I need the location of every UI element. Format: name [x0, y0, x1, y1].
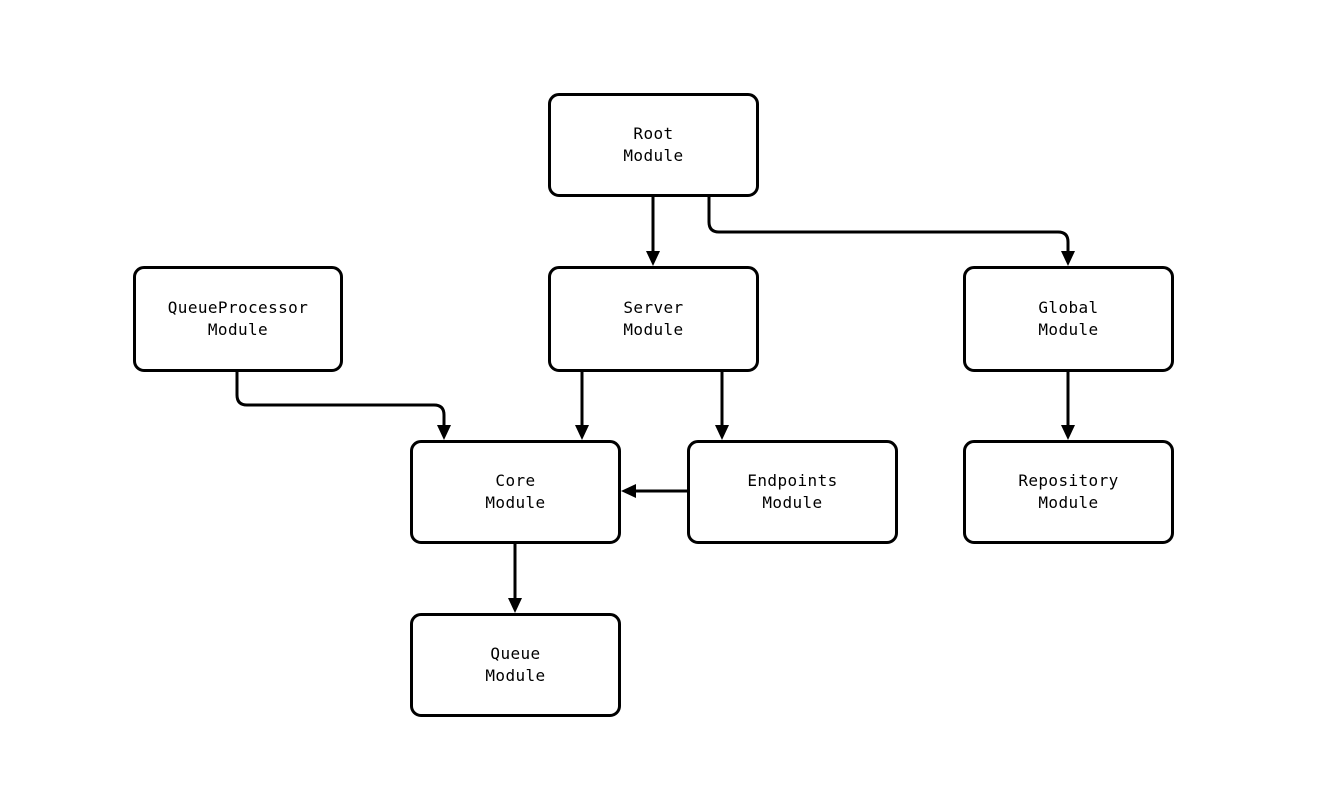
node-endpoints-line1: Endpoints: [747, 471, 838, 490]
node-global[interactable]: Global Module: [963, 266, 1174, 372]
arrowhead-endpoints-core: [621, 484, 636, 498]
node-core-line2: Module: [485, 493, 546, 512]
node-repository-line2: Module: [1038, 493, 1099, 512]
node-endpoints-line2: Module: [762, 493, 823, 512]
node-endpoints[interactable]: Endpoints Module: [687, 440, 898, 544]
node-root-line1: Root: [633, 124, 674, 143]
node-global-line2: Module: [1038, 320, 1099, 339]
node-queueprocessor-line2: Module: [207, 320, 269, 339]
node-root[interactable]: Root Module: [548, 93, 759, 197]
arrowhead-core-queue: [508, 598, 522, 613]
node-queue-line1: Queue: [490, 644, 541, 663]
node-root-line2: Module: [623, 146, 684, 165]
arrowhead-root-server: [646, 251, 660, 266]
node-repository[interactable]: Repository Module: [963, 440, 1174, 544]
edge-root-global: [707, 197, 1070, 252]
node-server-line1: Server: [623, 298, 684, 317]
node-queue[interactable]: Queue Module: [410, 613, 621, 717]
arrowhead-global-repository: [1061, 425, 1075, 440]
arrowhead-root-global: [1061, 251, 1075, 266]
arrowhead-server-core: [575, 425, 589, 440]
node-queue-line2: Module: [485, 666, 546, 685]
node-core-line1: Core: [495, 471, 536, 490]
node-repository-line1: Repository: [1018, 471, 1119, 490]
node-global-line1: Global: [1038, 298, 1099, 317]
node-server-line2: Module: [623, 320, 684, 339]
node-queueprocessor[interactable]: QueueProcessor Module: [133, 266, 343, 372]
node-core[interactable]: Core Module: [410, 440, 621, 544]
node-queueprocessor-line1: QueueProcessor: [167, 298, 309, 317]
arrowhead-server-endpoints: [715, 425, 729, 440]
arrowhead-queueprocessor-core: [437, 425, 451, 440]
edge-queueprocessor-core: [235, 372, 446, 426]
node-server[interactable]: Server Module: [548, 266, 759, 372]
